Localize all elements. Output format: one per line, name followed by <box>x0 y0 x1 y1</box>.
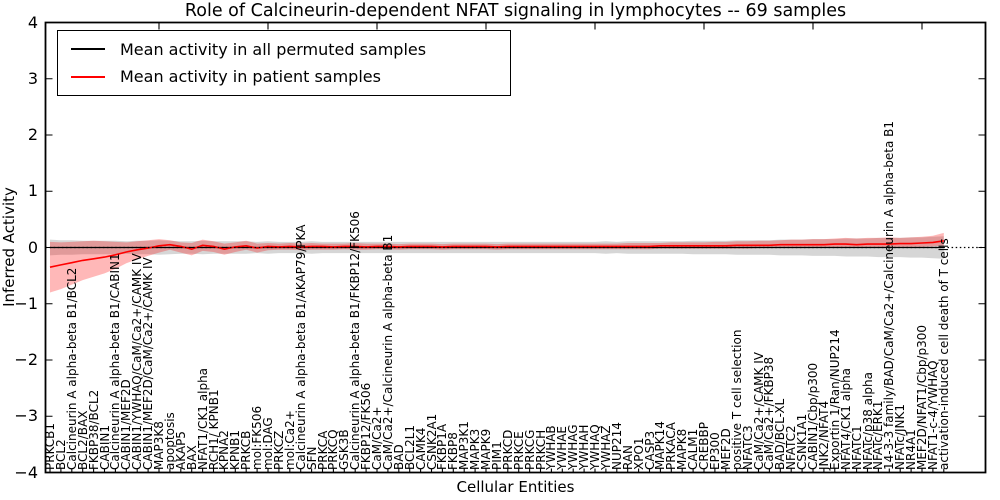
legend-item-permuted: Mean activity in all permuted samples <box>58 40 510 59</box>
x-axis-label: Cellular Entities <box>456 478 575 496</box>
legend-label-permuted: Mean activity in all permuted samples <box>120 39 427 59</box>
legend: Mean activity in all permuted samples Me… <box>57 30 511 96</box>
y-axis-label: Inferred Activity <box>0 187 18 307</box>
red-line-swatch-icon <box>71 75 105 78</box>
black-line-swatch-icon <box>71 48 105 51</box>
plot-frame <box>44 21 987 474</box>
chart-title: Role of Calcineurin-dependent NFAT signa… <box>184 1 847 21</box>
legend-label-patient: Mean activity in patient samples <box>120 67 381 87</box>
legend-item-patient: Mean activity in patient samples <box>58 67 510 86</box>
